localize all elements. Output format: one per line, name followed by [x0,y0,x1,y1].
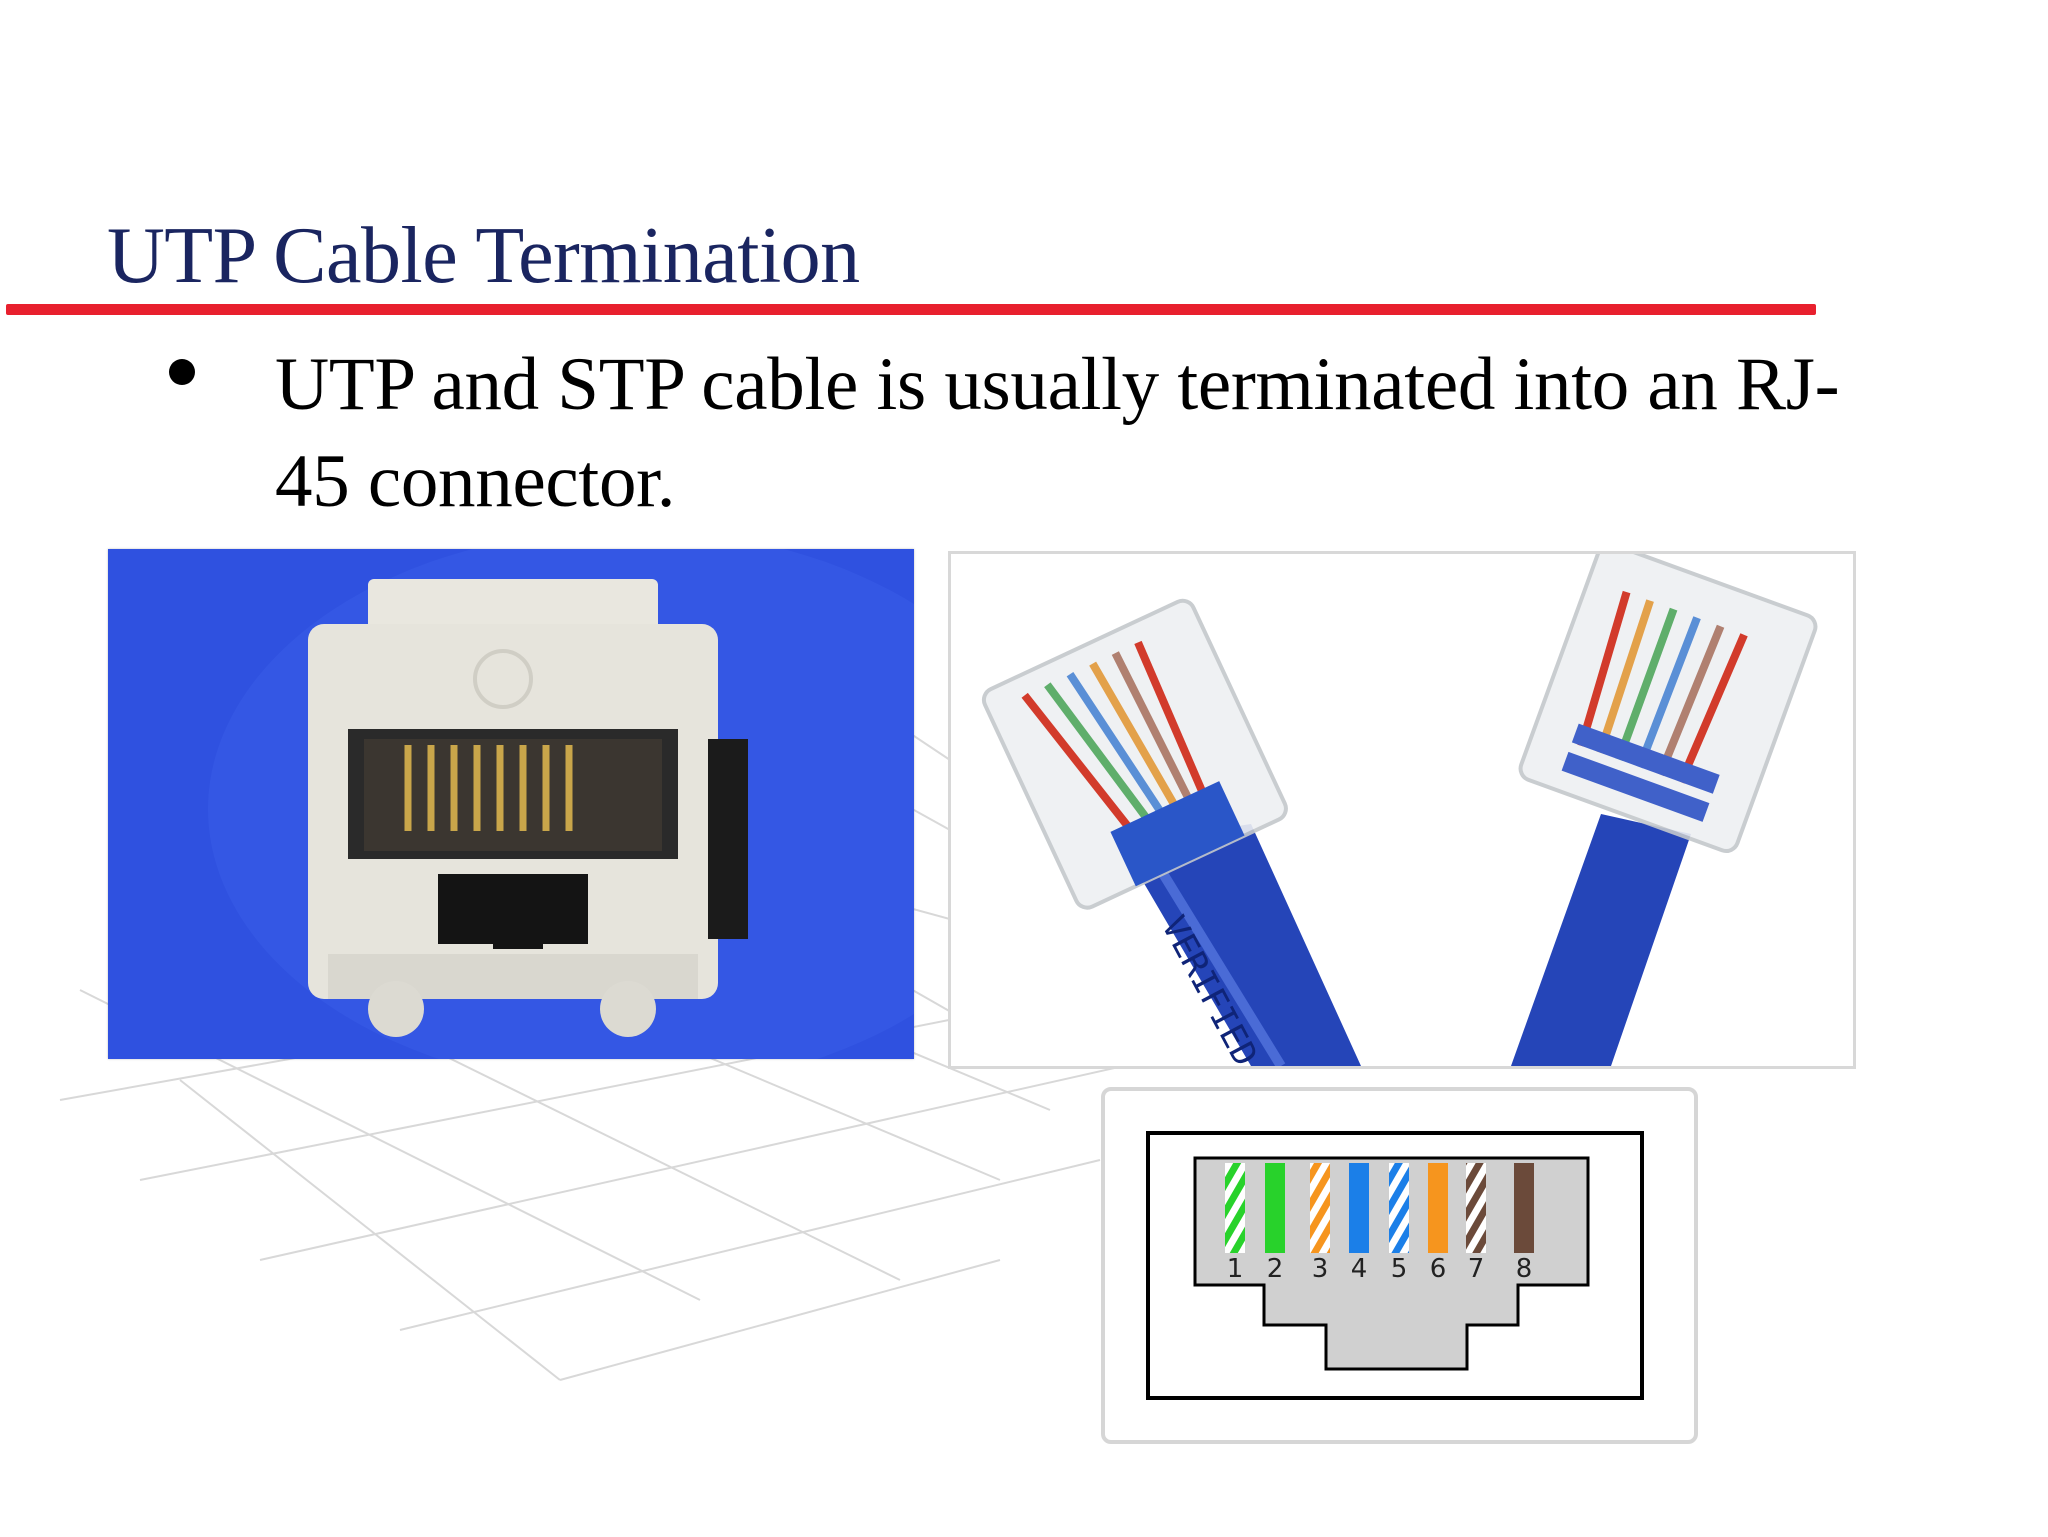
pin-1-stripe [1225,1163,1245,1253]
pin-6-wire [1428,1163,1448,1253]
bullet-text: UTP and STP cable is usually terminated … [275,343,1840,523]
pin-number-label: 7 [1468,1254,1485,1284]
pin-5-stripe [1389,1163,1409,1253]
rj45-jack-photo [108,549,914,1059]
pin-number-label: 8 [1516,1254,1533,1284]
slide-title: UTP Cable Termination [107,212,860,300]
pin-3-stripe [1310,1163,1330,1253]
rj45-plugs-icon: VERIFIED [951,554,1853,1066]
pin-number-label: 3 [1312,1254,1329,1284]
title-underline [6,304,1816,315]
pin-number-label: 5 [1391,1254,1408,1284]
pin-number-label: 2 [1267,1254,1284,1284]
pin-number-label: 6 [1430,1254,1447,1284]
pin-number-label: 4 [1351,1254,1368,1284]
pin-4-wire [1349,1163,1369,1253]
pin-number-label: 1 [1227,1254,1244,1284]
rj45-keystone-jack-icon [108,549,914,1059]
pin-7-stripe [1466,1163,1486,1253]
pin-2-wire [1265,1163,1285,1253]
bullet-icon [169,359,195,385]
pin-8-wire [1514,1163,1534,1253]
rj45-plugs-photo: VERIFIED [948,551,1856,1069]
